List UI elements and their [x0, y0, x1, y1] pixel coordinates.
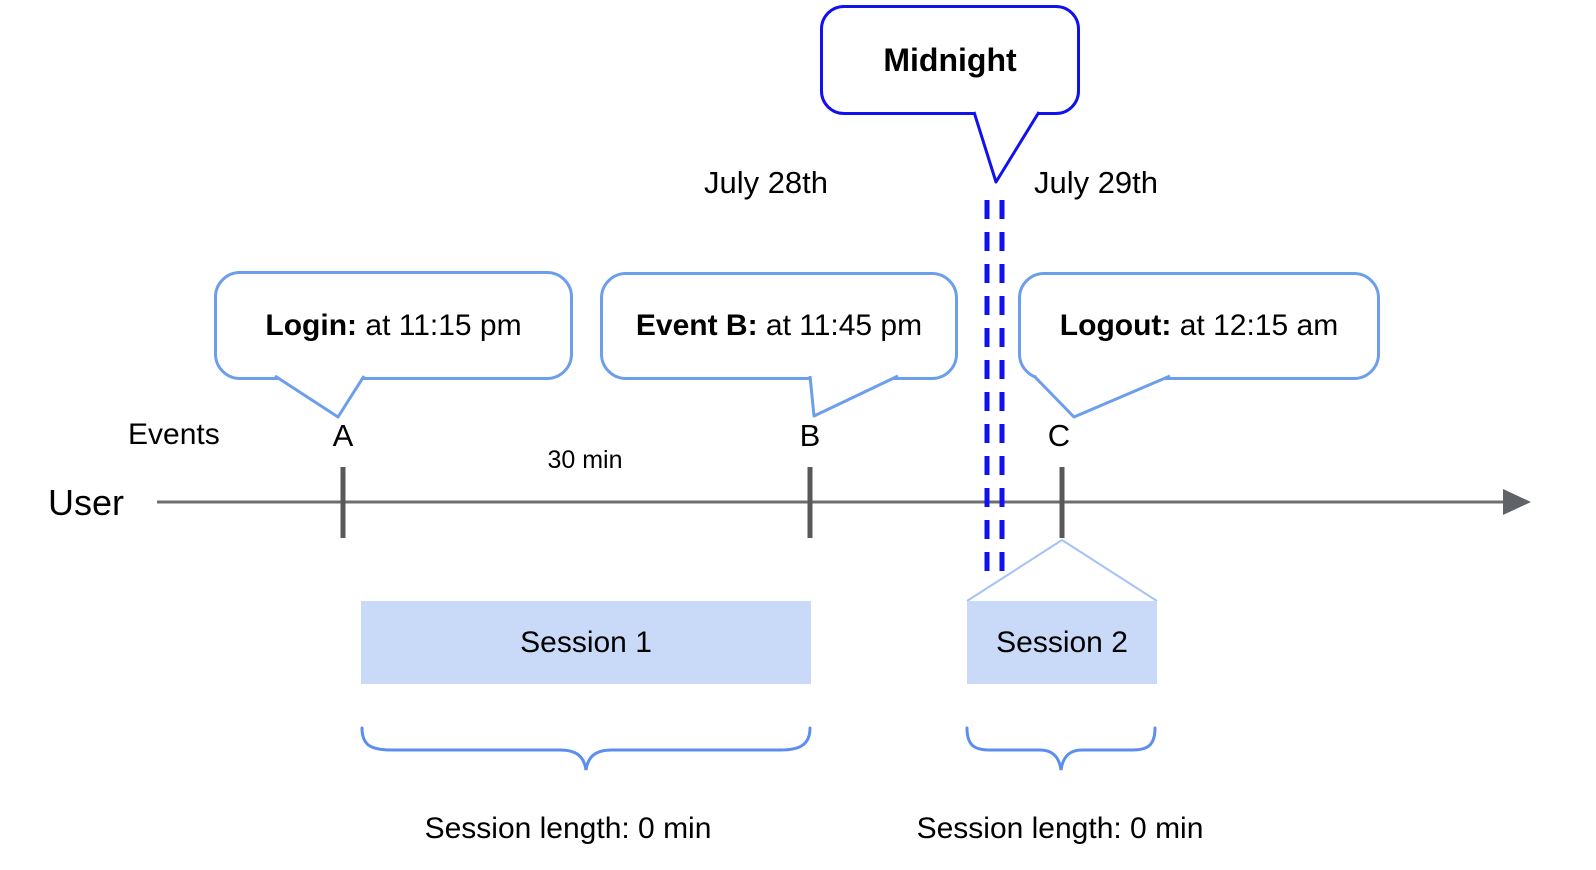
user-row-label: User: [48, 482, 125, 523]
interval-30min-label: 30 min: [547, 446, 623, 474]
midnight-callout-label: Midnight: [883, 41, 1017, 78]
session2-brace: [965, 726, 1157, 771]
events-row-label: Events: [128, 418, 220, 451]
session1-brace: [360, 726, 812, 771]
event-b-callout-title: Event B:: [635, 309, 758, 342]
session2-bar-label: Session 2: [996, 625, 1128, 659]
midnight-callout: Midnight: [820, 5, 1080, 115]
event-b-callout-tail: [808, 374, 899, 418]
session2-length-label: Session length: 0 min: [916, 812, 1204, 845]
login-callout-tail: [274, 374, 366, 419]
event-letter-b: B: [799, 418, 821, 453]
logout-callout-detail: at 12:15 am: [1171, 309, 1339, 342]
logout-callout-tail: [1032, 374, 1171, 419]
timeline-arrowhead-icon: [1503, 489, 1531, 515]
event-letter-a: A: [332, 418, 354, 453]
event-b-callout-detail: at 11:45 pm: [757, 309, 923, 342]
event-letter-c: C: [1047, 418, 1071, 453]
login-callout-detail: at 11:15 pm: [357, 308, 522, 342]
session1-bar-label: Session 1: [520, 625, 652, 659]
session2-funnel-left-line: [966, 539, 1063, 602]
logout-callout-title: Logout:: [1059, 309, 1172, 342]
session1-bar: Session 1: [361, 601, 811, 684]
login-callout-title: Login:: [265, 308, 358, 342]
event-b-callout: Event B: at 11:45 pm: [600, 272, 958, 380]
date-label-july-28: July 28th: [703, 165, 829, 200]
logout-callout: Logout: at 12:15 am: [1018, 272, 1380, 380]
date-label-july-29: July 29th: [1033, 165, 1159, 200]
session2-funnel-right-line: [1061, 539, 1158, 602]
session2-bar: Session 2: [967, 601, 1157, 684]
session1-length-label: Session length: 0 min: [424, 812, 712, 845]
login-callout: Login: at 11:15 pm: [214, 271, 573, 380]
